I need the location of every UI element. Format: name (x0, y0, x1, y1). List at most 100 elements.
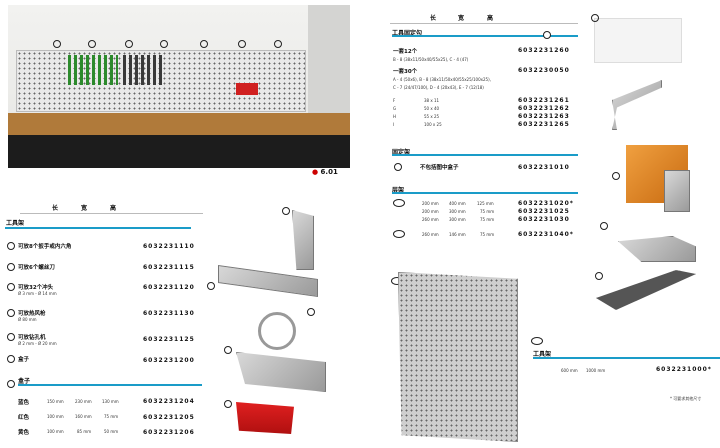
dim: 230 mm (75, 399, 92, 404)
dim: 150 mm (47, 399, 64, 404)
part-number: 6032231030 (518, 216, 570, 223)
box-color: 蓝色 (18, 400, 30, 406)
header-height: 高 (110, 205, 117, 212)
item-label: 可放钻孔机 (18, 335, 46, 341)
set-desc: C - 7 (24/47/100), D - 4 (20x43), E - 7 … (393, 85, 484, 90)
part-number: 6032231115 (143, 264, 195, 271)
part-number: 6032231120 (143, 284, 195, 291)
hook-code: I (393, 122, 395, 127)
header-length: 长 (430, 15, 437, 22)
set-label: 一套12个 (393, 49, 418, 55)
hook-size: 100 x 25 (424, 122, 442, 127)
part-number: 6032231262 (518, 105, 570, 112)
callout-a (53, 40, 61, 48)
set-desc: B - 8 (38x11/50x40/55x25), C - 4 (47) (393, 57, 469, 62)
part-number: 6032231265 (518, 121, 570, 128)
wrench-holder-illustration (292, 210, 314, 270)
part-number: 6032231025 (518, 208, 570, 215)
section-title: 工具架 (6, 220, 25, 227)
dim: 200 mm (422, 201, 439, 206)
small-shelf-illustration (596, 270, 696, 310)
hook-code: F (393, 98, 396, 103)
hooks-photo (594, 18, 682, 63)
dim: 1000 mm (586, 368, 606, 373)
hook-code: H (393, 114, 397, 119)
part-number: 6032231010 (518, 164, 570, 171)
dim: 75 mm (480, 217, 495, 222)
part-number: 6032231200 (143, 357, 195, 364)
callout-g (274, 40, 282, 48)
item-label: 可放8个扳手或内六角 (18, 244, 72, 250)
hook-illustration (612, 80, 662, 130)
red-box-illustration (236, 402, 294, 434)
box-color: 黄色 (18, 430, 30, 436)
hook-size: 38 x 11 (424, 98, 440, 103)
part-number: 6032231206 (143, 429, 195, 436)
dim: 130 mm (102, 399, 119, 404)
dim: 200 mm (422, 209, 439, 214)
item-label: 可放32个冲头 (18, 285, 54, 291)
part-number: 6032231204 (143, 398, 195, 405)
set-desc: A - 4 (50x6), B - 8 (38x11/50x40/55x25/1… (393, 77, 491, 82)
dim: 300 mm (449, 209, 466, 214)
part-number: 6032231130 (143, 310, 195, 317)
shelf-section-title: 层架 (392, 187, 405, 194)
bracket-label: 不包括图中盒子 (420, 165, 459, 171)
shelf-illustration (618, 236, 696, 262)
dim: 50 mm (104, 429, 119, 434)
dim: 300 mm (449, 217, 466, 222)
dim: 75 mm (104, 414, 119, 419)
bracket-section-title: 固定架 (392, 149, 411, 156)
dim: 260 mm (422, 232, 439, 237)
part-number: 6032231263 (518, 113, 570, 120)
hook-code: G (393, 106, 397, 111)
part-number: 6032231000* (656, 366, 712, 373)
workbench-photo (8, 5, 350, 168)
box-section-title: 盒子 (18, 378, 31, 385)
part-number: 6032231205 (143, 414, 195, 421)
header-width: 宽 (458, 15, 465, 22)
set-label: 一套30个 (393, 69, 418, 75)
part-number: 6032231260 (518, 47, 570, 54)
dim: 75 mm (480, 209, 495, 214)
callout-d (160, 40, 168, 48)
callout-b (88, 40, 96, 48)
header-width: 宽 (81, 205, 88, 212)
item-label: 可放热风枪 (18, 311, 46, 317)
dim: 160 mm (75, 414, 92, 419)
part-number: 6032231040* (518, 231, 574, 238)
drill-holder-illustration (236, 352, 326, 392)
hooks-section-title: 工具固定勾 (392, 30, 423, 37)
part-number: 6032230050 (518, 67, 570, 74)
box-color: 红色 (18, 415, 30, 421)
dim: 146 mm (449, 232, 466, 237)
panel-section-title: 工具架 (533, 351, 552, 358)
pegboard-illustration (398, 272, 518, 442)
part-number: 6032231125 (143, 336, 195, 343)
dim: 125 mm (477, 201, 494, 206)
page-badge: ● 6.01 (312, 168, 338, 176)
dim: 260 mm (422, 217, 439, 222)
item-sub: Ø 3 mm - Ø 14 mm (18, 291, 57, 296)
heat-gun-holder-illustration (258, 312, 296, 350)
dim: 600 mm (561, 368, 578, 373)
item-sub: Ø 80 mm (18, 317, 37, 322)
hook-size: 55 x 25 (424, 114, 440, 119)
callout-c (125, 40, 133, 48)
item-label: 盒子 (18, 357, 30, 363)
part-number: 6032231261 (518, 97, 570, 104)
item-sub: Ø 2 mm - Ø 20 mm (18, 341, 57, 346)
dim: 85 mm (77, 429, 92, 434)
part-number: 6032231020* (518, 200, 574, 207)
header-height: 高 (487, 15, 494, 22)
callout-e (200, 40, 208, 48)
dim: 100 mm (47, 414, 64, 419)
header-length: 长 (52, 205, 59, 212)
dim: 75 mm (480, 232, 495, 237)
part-number: 6032231110 (143, 243, 195, 250)
item-label: 可放6个螺丝刀 (18, 265, 55, 271)
callout-f (238, 40, 246, 48)
hook-size: 50 x 40 (424, 106, 440, 111)
footnote: * 可要求其他尺寸 (670, 396, 702, 401)
dim: 400 mm (449, 201, 466, 206)
